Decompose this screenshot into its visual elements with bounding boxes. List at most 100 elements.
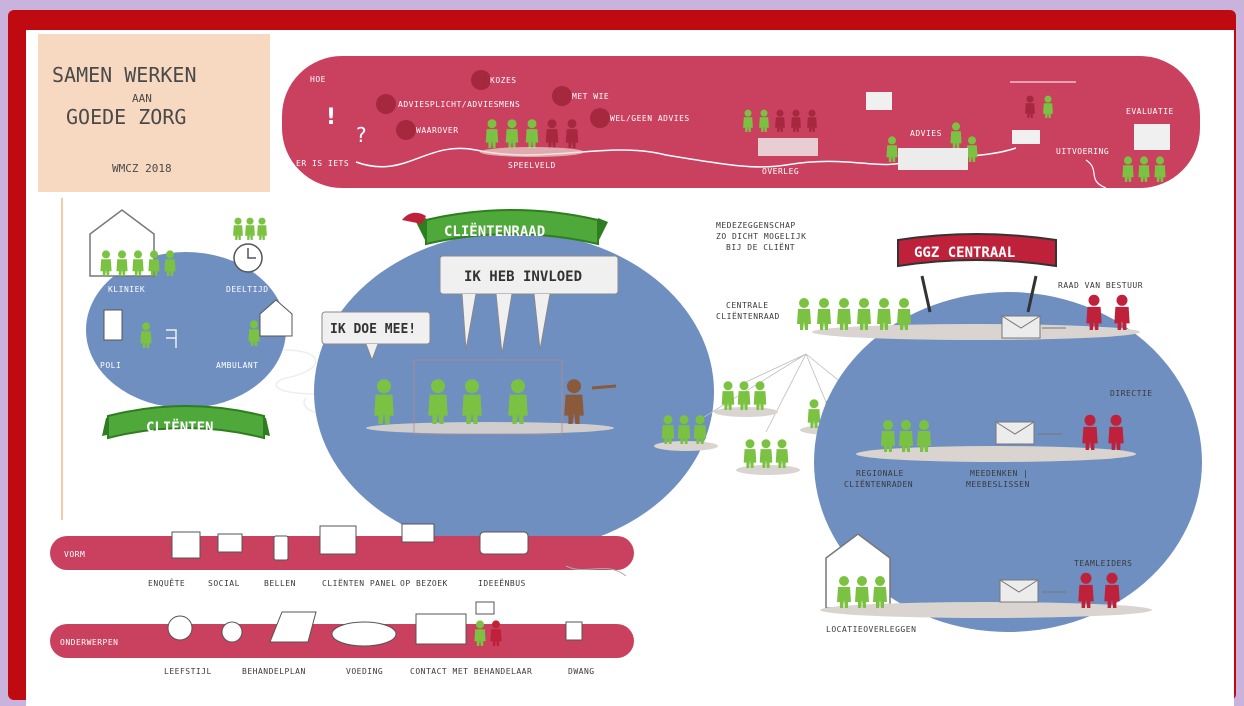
hoe-band-bg (282, 56, 1200, 188)
group-2 (721, 381, 767, 410)
regionale-line-2: CLIËNTENRADEN (844, 479, 913, 489)
meedenken-line-1: MEEDENKEN | (970, 469, 1028, 478)
ggz-banner-text: GGZ CENTRAAL (914, 245, 1015, 261)
place-poli: POLI (100, 361, 121, 370)
tag-dot-2 (396, 120, 416, 140)
deeltijd-group (233, 217, 267, 240)
vorm-item-3: BELLEN (264, 579, 296, 588)
tag-dot-5 (590, 108, 610, 128)
vorm-tail (565, 565, 627, 577)
ambulant-house-icon (259, 299, 293, 337)
onderwerp-item-1: LEEFSTIJL (164, 667, 212, 676)
meedenken-line-2: MEEBESLISSEN (966, 480, 1030, 489)
enquete-icon (171, 531, 201, 559)
title-line-2: AAN (132, 92, 152, 105)
advies-board (866, 92, 892, 110)
clienten-banner-text: CLIËNTEN (146, 419, 213, 436)
regionale-line-1: REGIONALE (856, 469, 904, 478)
hoe-step-5: EVALUATIE (1126, 107, 1174, 116)
members-box (413, 359, 563, 435)
note-line-1: MEDEZEGGENSCHAP (716, 221, 796, 230)
title-block: SAMEN WERKEN AAN GOEDE ZORG WMCZ 2018 (38, 34, 270, 192)
question-icon: ? (356, 123, 367, 147)
bubble-large-text: IK HEB INVLOED (464, 269, 582, 285)
bubble-large (439, 255, 619, 295)
chair-icon (166, 329, 177, 348)
tag-dot-1 (376, 94, 396, 114)
clientenraad-section: CLIËNTENRAAD IK DOE MEE! IK HEB INVLOED (314, 209, 714, 552)
title-card (38, 34, 270, 192)
tag-dot-4 (552, 86, 572, 106)
onderwerp-item-4: CONTACT MET BEHANDELAAR (410, 667, 532, 676)
hoe-step-2: OVERLEG (762, 167, 799, 176)
bubble-small-tail (365, 343, 379, 362)
directie-label: DIRECTIE (1110, 389, 1153, 398)
vorm-band: VORM (50, 523, 634, 577)
envelope-flap-2 (995, 421, 1035, 435)
envelope-flap (1001, 315, 1041, 329)
hoe-band: HOE ! ? ER IS IETS ADVIESPLICHT/ADVIESME… (282, 56, 1200, 189)
raad-floor (366, 422, 614, 434)
envelope-flap-3 (999, 579, 1039, 593)
raad-label: RAAD VAN BESTUUR (1058, 281, 1143, 290)
title-line-1: SAMEN WERKEN (52, 63, 197, 87)
onderwerp-item-3: VOEDING (346, 667, 383, 676)
exclamation-icon: ! (326, 105, 336, 130)
clientenraad-banner-text: CLIËNTENRAAD (444, 223, 545, 240)
infographic: SAMEN WERKEN AAN GOEDE ZORG WMCZ 2018 HO… (38, 34, 1202, 676)
phone-icon (273, 535, 289, 561)
centrale-line-1: CENTRALE (726, 301, 769, 310)
hoe-step-4: UITVOERING (1056, 147, 1109, 156)
ggz-section: GGZ CENTRAAL CENTRALE CLIËNTENRAAD RAAD … (716, 233, 1202, 634)
uitvoering-sign (1012, 130, 1040, 144)
locatie-floor (820, 602, 1152, 618)
ggz-sign-posts (920, 275, 1038, 313)
red-frame: SAMEN WERKEN AAN GOEDE ZORG WMCZ 2018 HO… (8, 10, 1236, 706)
hoe-tag-5: WEL/GEEN ADVIES (610, 114, 690, 123)
speelveld-floor (480, 147, 584, 157)
hoe-tag-3: KOZES (490, 76, 517, 85)
vorm-labels: ENQUÊTE SOCIAL BELLEN CLIËNTEN PANEL OP … (148, 577, 526, 588)
place-ambulant: AMBULANT (216, 361, 259, 370)
vorm-item-1: ENQUÊTE (148, 577, 185, 588)
infographic-canvas: SAMEN WERKEN AAN GOEDE ZORG WMCZ 2018 HO… (26, 30, 1234, 706)
bus-icon (479, 531, 529, 555)
bubble-large-tails (461, 293, 551, 355)
laptop-icon (319, 525, 357, 555)
clientenraad-banner (425, 209, 599, 246)
cap-icon (402, 212, 426, 224)
overleg-papers (758, 138, 818, 156)
connector-lines (695, 353, 891, 433)
tag-dot-3 (471, 70, 491, 90)
vorm-item-6: IDEEËNBUS (478, 578, 526, 588)
advies-table (898, 148, 968, 170)
clock-hands (247, 248, 256, 259)
voeding-icon (331, 621, 397, 647)
door-icon (103, 309, 123, 341)
group-3 (743, 439, 789, 468)
clienten-section: KLINIEK DEELTIJD POLI AMBULANT CLIËNTEN (86, 209, 347, 440)
clienten-connector (275, 349, 317, 395)
paper-icon (269, 611, 317, 643)
evaluatie-board (1134, 124, 1170, 150)
place-kliniek: KLINIEK (108, 285, 145, 294)
hoe-tag-1: ADVIESPLICHT/ADVIESMENS (398, 100, 520, 109)
evaluatie-path (1085, 159, 1107, 189)
hoe-step-3: ADVIES (910, 129, 942, 138)
clienten-circle (86, 252, 286, 408)
contact-laptop-icon (415, 613, 467, 645)
note: MEDEZEGGENSCHAP ZO DICHT MOGELIJK BIJ DE… (716, 221, 806, 252)
behandelplan-icon (221, 621, 243, 643)
note-line-3: BIJ DE CLIËNT (726, 242, 795, 252)
bezoek-icon (401, 523, 435, 543)
teamleiders-label: TEAMLEIDERS (1074, 559, 1132, 568)
hoe-tag-4: MET WIE (572, 92, 609, 101)
note-line-2: ZO DICHT MOGELIJK (716, 232, 806, 241)
bubble-small-text: IK DOE MEE! (330, 322, 416, 337)
onderwerp-item-5: DWANG (568, 667, 595, 676)
ggz-circle (814, 292, 1202, 632)
vorm-label: VORM (64, 550, 85, 559)
social-icon (217, 533, 243, 553)
clienten-banner (107, 405, 265, 440)
centrale-line-2: CLIËNTENRAAD (716, 311, 780, 321)
